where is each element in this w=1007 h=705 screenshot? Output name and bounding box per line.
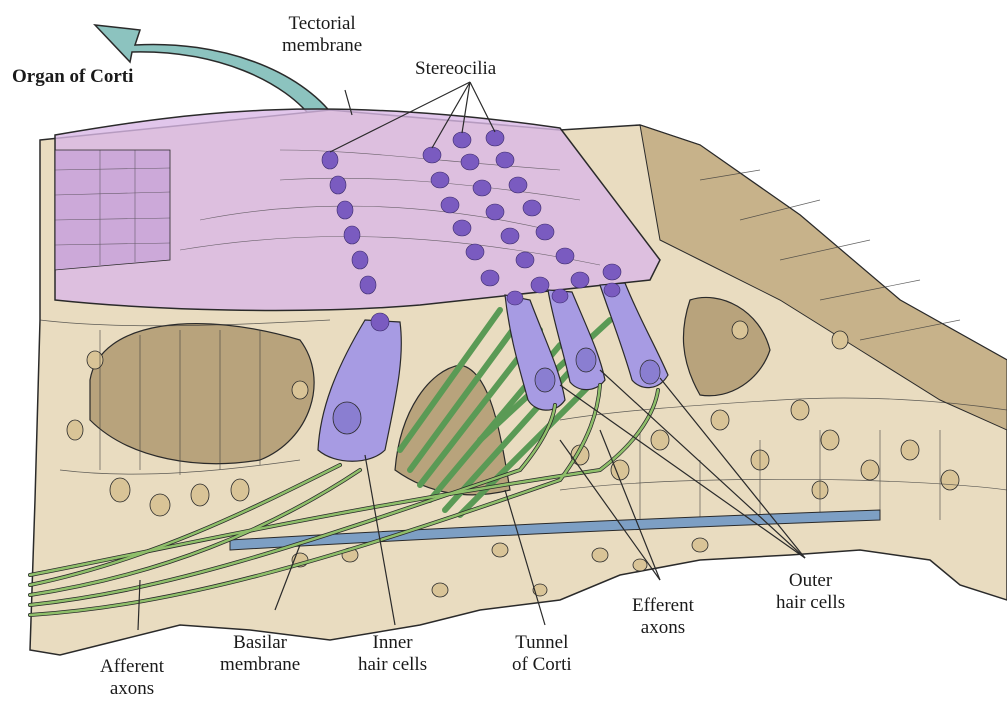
label-line: axons [632, 617, 694, 639]
label-line: Inner [358, 632, 427, 654]
label-line: of Corti [512, 654, 572, 676]
label-stereocilia: Stereocilia [415, 58, 496, 80]
label-inner-hair-cells: Inner hair cells [358, 632, 427, 676]
label-afferent-axons: Afferent axons [100, 656, 164, 700]
label-tectorial-membrane: Tectorial membrane [282, 13, 362, 57]
label-line: hair cells [358, 654, 427, 676]
label-line: Tectorial [282, 13, 362, 35]
label-tunnel-of-corti: Tunnel of Corti [512, 632, 572, 676]
label-basilar-membrane: Basilar membrane [220, 632, 300, 676]
label-line: Outer [776, 570, 845, 592]
label-line: axons [100, 678, 164, 700]
label-line: Basilar [220, 632, 300, 654]
label-outer-hair-cells: Outer hair cells [776, 570, 845, 614]
label-line: hair cells [776, 592, 845, 614]
label-line: Afferent [100, 656, 164, 678]
label-line: membrane [220, 654, 300, 676]
label-line: Tunnel [512, 632, 572, 654]
figure-title: Organ of Corti [12, 66, 133, 88]
tectorial-membrane [55, 109, 660, 310]
label-line: membrane [282, 35, 362, 57]
label-line: Efferent [632, 595, 694, 617]
label-efferent-axons: Efferent axons [632, 595, 694, 639]
